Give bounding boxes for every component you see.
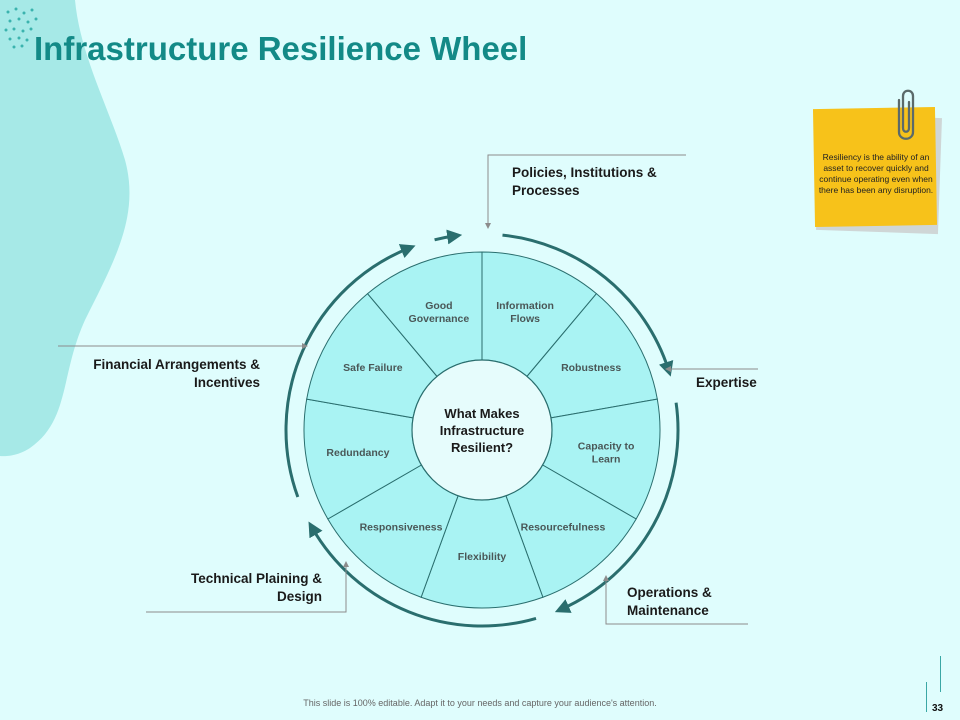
outer-cycle-arrows [284, 229, 680, 628]
paperclip-icon [897, 89, 915, 140]
cycle-arrow [502, 233, 674, 377]
label-financial: Financial Arrangements & Incentives [93, 357, 260, 390]
segment-label: Resourcefulness [521, 522, 606, 534]
segment-label: Redundancy [326, 447, 389, 459]
cycle-arrow [554, 402, 680, 613]
label-expertise: Expertise [696, 375, 757, 390]
segment-label: Robustness [561, 362, 621, 374]
label-policies: Policies, Institutions & Processes [512, 165, 657, 198]
connector-technical [146, 561, 349, 613]
label-operations: Operations & Maintenance [627, 585, 712, 618]
sticky-note-text: Resiliency is the ability of an asset to… [818, 152, 934, 195]
background-blob [0, 0, 130, 457]
page-number: 33 [932, 703, 944, 714]
segment-label: Flexibility [458, 551, 507, 563]
connector-policies [485, 154, 686, 229]
wheel-center-circle [411, 359, 553, 501]
dot-pattern [4, 7, 38, 49]
cycle-arrow [308, 521, 537, 628]
cycle-arrow [284, 244, 416, 498]
page-title: Infrastructure Resilience Wheel [34, 30, 528, 67]
connector-operations [603, 575, 748, 625]
segment-label: Responsiveness [360, 522, 443, 534]
page-divider-line-short [926, 682, 927, 712]
page-divider-line [940, 656, 941, 692]
connector-lines [58, 154, 758, 625]
cycle-arrow [434, 229, 463, 245]
footer-text: This slide is 100% editable. Adapt it to… [303, 698, 657, 708]
label-technical: Technical Plaining & Design [190, 571, 322, 604]
segment-label: Safe Failure [343, 362, 403, 374]
